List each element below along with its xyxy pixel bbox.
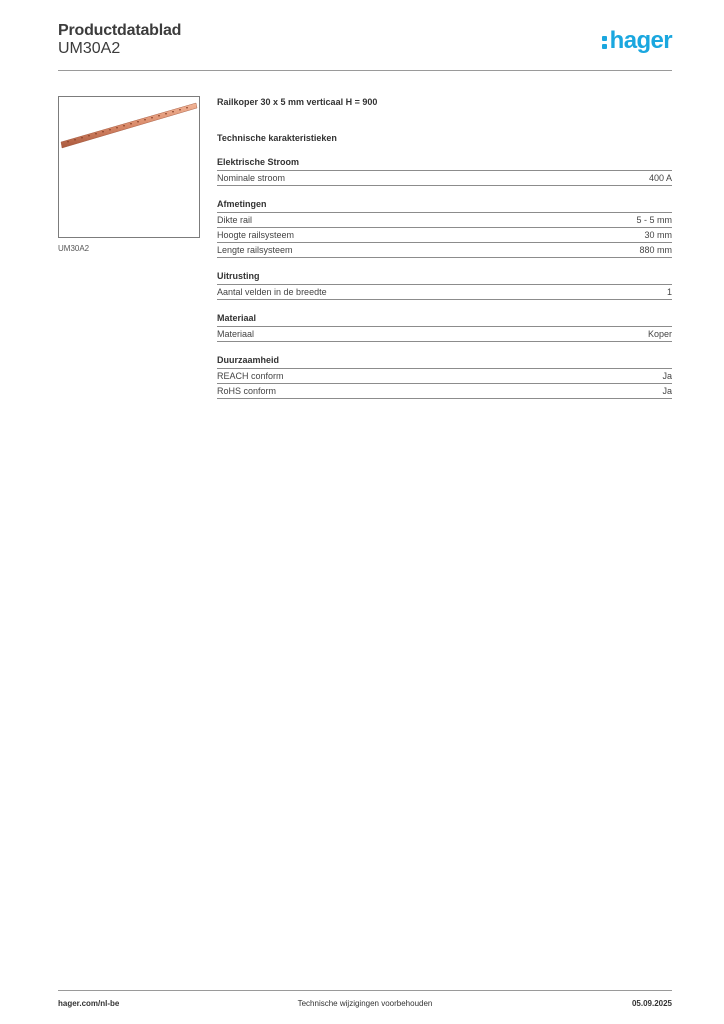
group-title: Materiaal <box>217 312 672 327</box>
spec-group-dimensions: Afmetingen Dikte rail 5 - 5 mm Hoogte ra… <box>217 198 672 258</box>
spec-value: 5 - 5 mm <box>636 215 672 225</box>
spec-row: Lengte railsysteem 880 mm <box>217 243 672 258</box>
spec-label: RoHS conform <box>217 386 277 396</box>
specs-heading: Technische karakteristieken <box>217 133 337 143</box>
spec-label: Nominale stroom <box>217 173 286 183</box>
spec-value: 1 <box>666 287 672 297</box>
copper-busbar-image <box>60 102 198 149</box>
spec-row: Hoogte railsysteem 30 mm <box>217 228 672 243</box>
spec-label: REACH conform <box>217 371 284 381</box>
product-image <box>58 96 200 238</box>
product-details: Railkoper 30 x 5 mm verticaal H = 900 Te… <box>217 96 672 399</box>
spec-row: RoHS conform Ja <box>217 384 672 399</box>
logo-dots-icon <box>601 34 608 50</box>
spec-row: Aantal velden in de breedte 1 <box>217 285 672 300</box>
spec-group-electrical: Elektrische Stroom Nominale stroom 400 A <box>217 156 672 186</box>
footer-date: 05.09.2025 <box>631 999 672 1008</box>
spec-label: Materiaal <box>217 329 255 339</box>
spec-row: Materiaal Koper <box>217 327 672 342</box>
spec-label: Aantal velden in de breedte <box>217 287 327 297</box>
spec-label: Dikte rail <box>217 215 253 225</box>
spec-value: 30 mm <box>644 230 672 240</box>
spec-row: Nominale stroom 400 A <box>217 171 672 186</box>
page-header: Productdatablad UM30A2 hager <box>58 22 673 71</box>
spec-row: REACH conform Ja <box>217 369 672 384</box>
logo-text: hager <box>609 27 673 54</box>
product-description: Railkoper 30 x 5 mm verticaal H = 900 <box>217 97 378 107</box>
spec-value: 400 A <box>648 173 672 183</box>
group-title: Uitrusting <box>217 270 672 285</box>
image-caption: UM30A2 <box>58 244 90 253</box>
spec-group-sustainability: Duurzaamheid REACH conform Ja RoHS confo… <box>217 354 672 399</box>
page-title: Productdatablad <box>58 22 182 39</box>
footer-website-link[interactable]: hager.com/nl-be <box>58 999 120 1008</box>
spec-group-material: Materiaal Materiaal Koper <box>217 312 672 342</box>
page-footer: hager.com/nl-be Technische wijzigingen v… <box>58 990 672 1011</box>
spec-row: Dikte rail 5 - 5 mm <box>217 213 672 228</box>
product-code: UM30A2 <box>58 40 121 57</box>
spec-value: Koper <box>647 329 672 339</box>
spec-value: Ja <box>662 371 672 381</box>
spec-group-equipment: Uitrusting Aantal velden in de breedte 1 <box>217 270 672 300</box>
group-title: Afmetingen <box>217 198 672 213</box>
group-title: Duurzaamheid <box>217 354 672 369</box>
spec-value: Ja <box>662 386 672 396</box>
group-title: Elektrische Stroom <box>217 156 672 171</box>
spec-label: Hoogte railsysteem <box>217 230 295 240</box>
hager-logo[interactable]: hager <box>601 27 673 54</box>
spec-label: Lengte railsysteem <box>217 245 293 255</box>
footer-disclaimer: Technische wijzigingen voorbehouden <box>297 999 433 1008</box>
spec-value: 880 mm <box>639 245 672 255</box>
